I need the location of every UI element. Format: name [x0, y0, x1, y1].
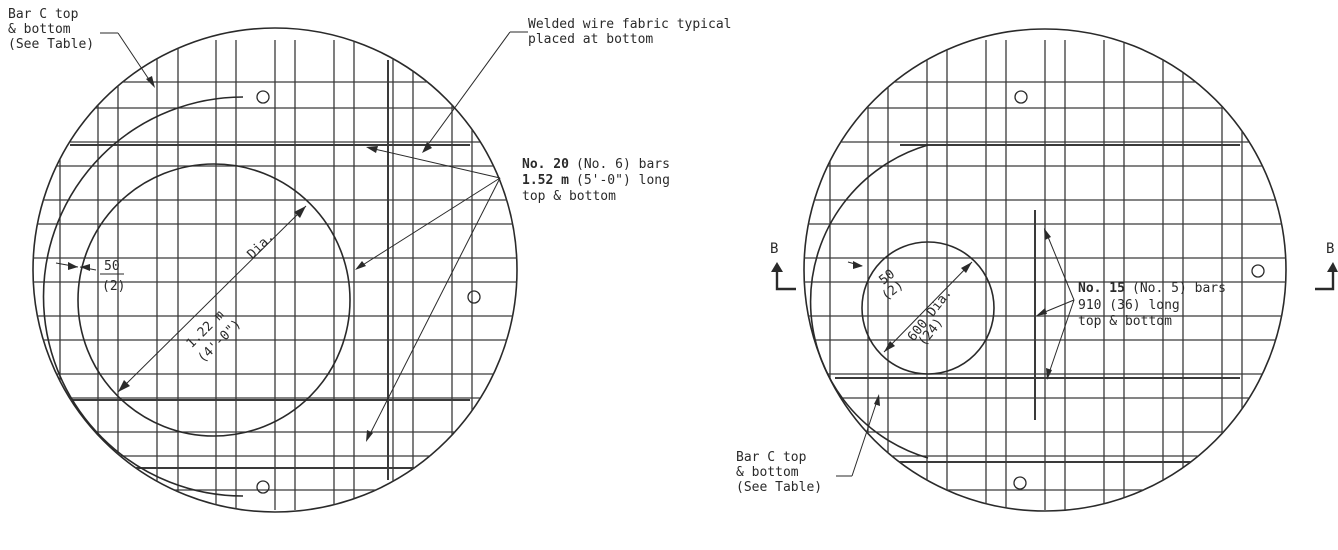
right-bar-c — [809, 144, 929, 459]
section-mark-right: B — [1315, 241, 1338, 291]
left-hole-right — [467, 290, 481, 304]
svg-text:910 (36) long: 910 (36) long — [1078, 298, 1180, 313]
svg-text:(See Table): (See Table) — [736, 480, 822, 495]
svg-text:(No. 5) bars: (No. 5) bars — [1132, 281, 1226, 296]
left-cover: 50 — [104, 259, 120, 274]
left-bar-c-note: Bar C top & bottom (See Table) — [8, 7, 155, 88]
right-hole-right — [1251, 264, 1265, 278]
right-slab-outline — [803, 28, 1287, 512]
svg-text:Bar C top: Bar C top — [736, 450, 807, 465]
left-hole-top — [256, 90, 270, 104]
svg-text:(See Table): (See Table) — [8, 37, 94, 52]
right-bars-note: No. 15 (No. 5) bars 910 (36) long top & … — [1036, 228, 1226, 380]
left-opening — [77, 163, 351, 437]
svg-text:Bar C top: Bar C top — [8, 7, 79, 22]
svg-text:(5'-0") long: (5'-0") long — [576, 173, 670, 188]
svg-text:1.52 m: 1.52 m — [522, 173, 569, 188]
svg-text:B: B — [1326, 241, 1334, 257]
right-hole-top — [1014, 90, 1028, 104]
left-plan: Dia. 1.22 m (4'-0") 50 (2) Bar C top & b… — [8, 7, 732, 513]
svg-text:(No. 6) bars: (No. 6) bars — [576, 157, 670, 172]
svg-text:No. 20: No. 20 — [522, 157, 569, 172]
right-hole-bottom — [1013, 476, 1027, 490]
left-welded-wire-fabric — [33, 40, 517, 510]
left-opening-dia-abbrev: Dia. — [245, 229, 278, 262]
right-plan: 600 Dia. (24) 50 (2) Bar C top & bottom … — [736, 28, 1338, 512]
svg-text:& bottom: & bottom — [8, 22, 71, 37]
svg-text:& bottom: & bottom — [736, 465, 799, 480]
section-mark-left: B — [770, 241, 796, 291]
svg-text:B: B — [770, 241, 778, 257]
left-bar-c — [42, 96, 244, 497]
left-hole-bottom — [256, 480, 270, 494]
left-opening-dim-line — [117, 205, 307, 393]
left-bars-note: No. 20 (No. 6) bars 1.52 m (5'-0") long … — [355, 146, 670, 442]
left-wwf-note: Welded wire fabric typical placed at bot… — [422, 17, 732, 153]
svg-text:top & bottom: top & bottom — [1078, 314, 1172, 329]
right-bar-c-note: Bar C top & bottom (See Table) — [736, 394, 880, 495]
left-cover-imperial: (2) — [102, 279, 125, 294]
svg-text:placed at bottom: placed at bottom — [528, 32, 653, 47]
svg-text:top & bottom: top & bottom — [522, 189, 616, 204]
right-opening — [861, 241, 995, 375]
left-slab-outline — [32, 27, 518, 513]
svg-text:No. 15: No. 15 — [1078, 281, 1125, 296]
svg-text:Welded wire fabric typical: Welded wire fabric typical — [528, 17, 732, 32]
